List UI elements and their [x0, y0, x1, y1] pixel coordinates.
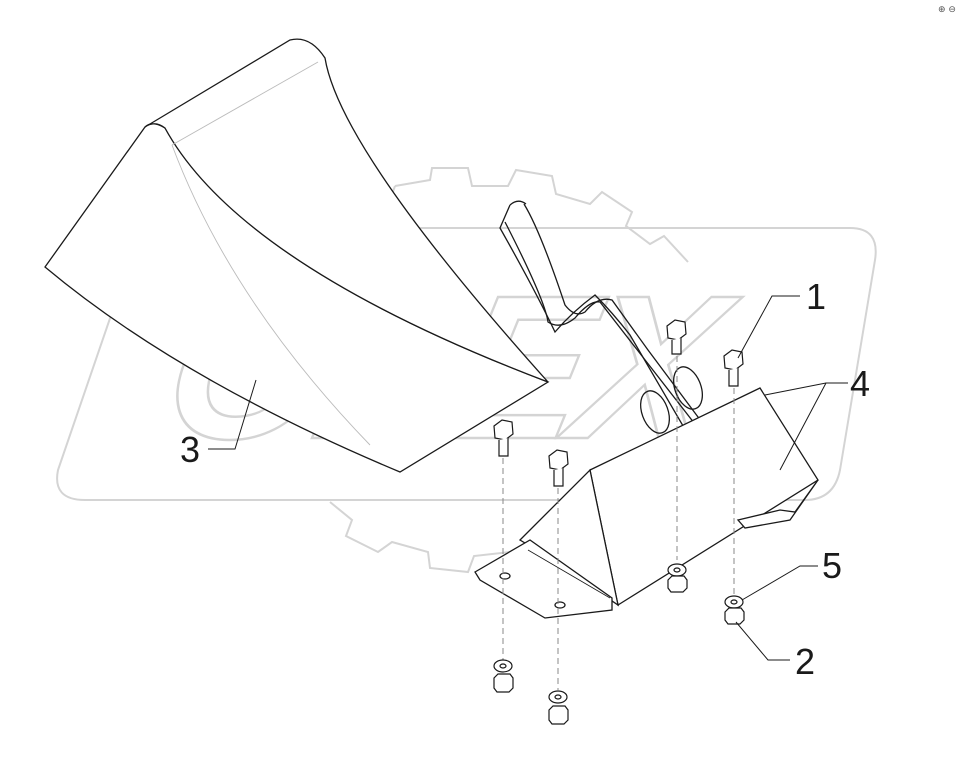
bracket-hole-1 [499, 572, 511, 580]
nut [493, 673, 514, 693]
part-3-shield [44, 38, 550, 473]
bolt [666, 319, 687, 355]
nut [724, 607, 745, 625]
shield-shade-line [171, 144, 371, 446]
spring-tine [499, 200, 746, 501]
washers-and-nuts [493, 563, 745, 725]
bolt [493, 419, 514, 457]
bolt [723, 349, 744, 387]
bolt [548, 449, 569, 487]
callout-3: 3 [180, 429, 200, 470]
tine-rod-inner [523, 203, 746, 481]
bracket-bend-line [527, 549, 611, 599]
washer [548, 690, 568, 704]
watermark-gear-top [394, 167, 689, 263]
shield-fold-line [171, 61, 319, 146]
nut [667, 575, 688, 593]
bracket-rear-tab [736, 479, 819, 529]
tine-coil-2 [673, 366, 703, 410]
leader-lines [208, 295, 848, 661]
tine-rod-outer [499, 204, 706, 501]
tine-rod-mid [504, 221, 741, 483]
bolts [493, 319, 744, 487]
callout-1: 1 [806, 276, 826, 317]
bracket-flange [474, 539, 613, 619]
bracket-hole-2 [554, 601, 566, 609]
tine-coil-1 [640, 390, 670, 434]
washer [667, 563, 687, 577]
leader-2 [735, 621, 790, 661]
leader-5 [741, 565, 818, 601]
nut [548, 705, 569, 725]
washer [724, 595, 744, 609]
leader-3 [208, 379, 257, 450]
leader-4b [764, 382, 827, 396]
corner-mark: ⊕ ⊖ [938, 5, 956, 15]
leader-1 [737, 295, 800, 359]
callout-2: 2 [795, 641, 815, 682]
tine-loop [509, 200, 527, 206]
callout-labels: 1 2 3 4 5 [180, 276, 870, 682]
assembly-axes [502, 356, 735, 690]
callout-4: 4 [850, 363, 870, 404]
washer [493, 659, 513, 673]
callout-5: 5 [822, 545, 842, 586]
part-4-bracket [474, 387, 819, 619]
shield-top-flap [144, 38, 549, 383]
